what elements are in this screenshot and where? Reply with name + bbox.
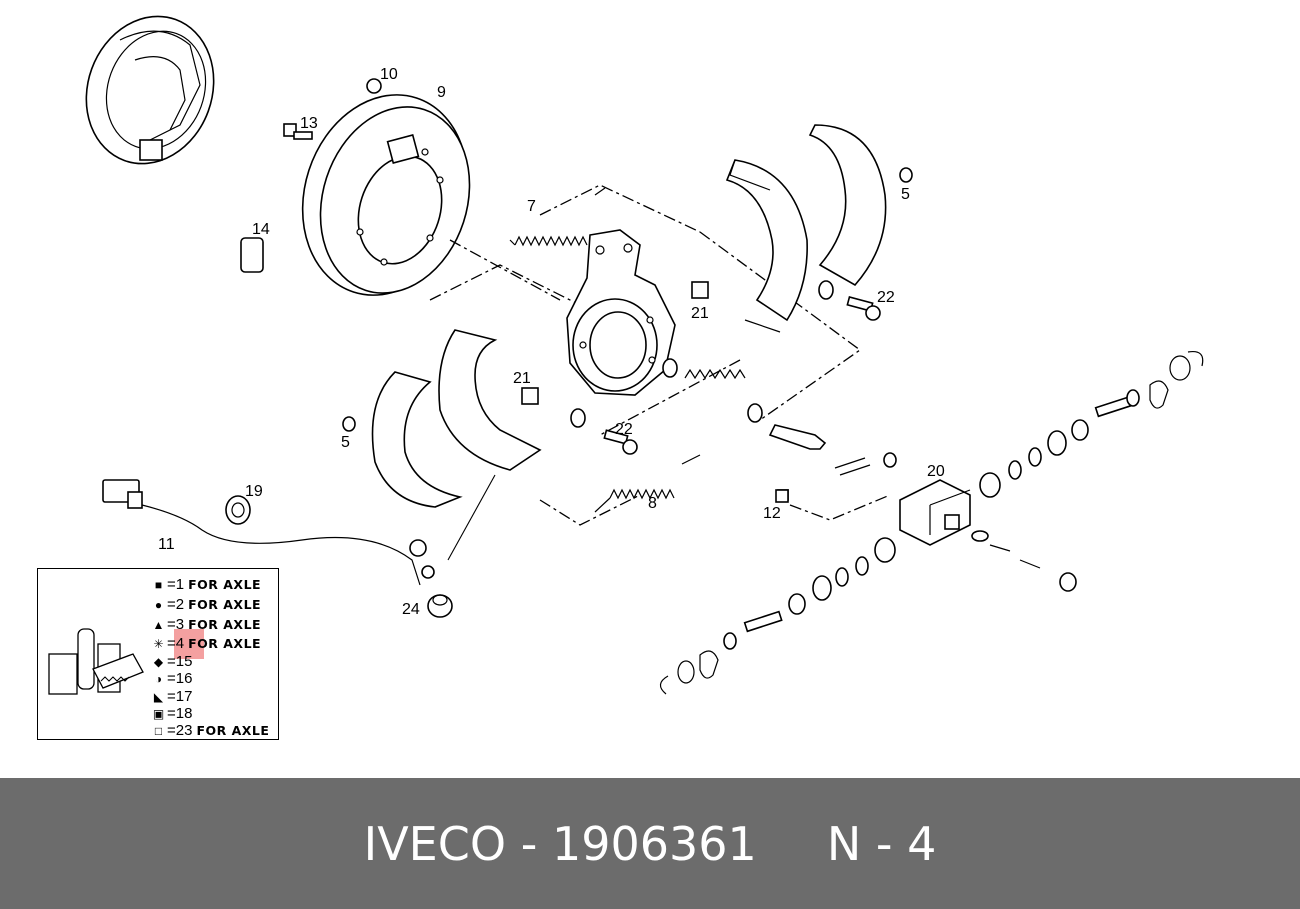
callout-10: 10 [380,66,398,83]
clip-21-lower [521,387,539,405]
dash-separator: - [520,816,538,871]
callout-9: 9 [437,84,446,101]
brake-kit-illustration [48,628,144,695]
legend-row-2: ● =2 FOR AXLE [152,596,261,613]
brake-lining-upper [808,124,887,287]
part-number: 1906361 [551,816,757,871]
wheel-cylinder [899,479,971,546]
callout-5-lower: 5 [341,434,350,451]
legend-symbol: □ [154,723,163,738]
callout-12: 12 [763,505,781,522]
callout-14: 14 [252,221,270,238]
brake-shoe-lower [438,329,542,471]
legend-row-9: □ =23 FOR AXLE [152,722,269,739]
callout-21-lower: 21 [513,370,531,387]
cover-14 [240,237,264,273]
callout-7: 7 [527,198,536,215]
legend-symbol: ◑ [154,671,163,686]
callout-19: 19 [245,483,263,500]
bolt-22-upper [846,296,881,321]
brake-assembly-thumbnail [85,15,215,165]
exploded-brake-diagram: 10 9 13 14 7 5 5 22 22 21 21 20 12 19 11… [85,15,1204,695]
callout-21-upper: 21 [691,305,709,322]
legend-symbol: ▣ [152,706,165,721]
back-plate [566,229,676,396]
callout-8: 8 [648,495,657,512]
brake-drum [301,94,471,296]
legend-box: ■ =1 FOR AXLE ● =2 FOR AXLE ▲ =3 FOR AXL… [37,568,279,740]
part-number-banner: IVECO - 1906361 N - 4 [0,778,1300,909]
bolt-13 [283,123,313,140]
callout-22-upper: 22 [877,289,895,306]
legend-symbol: ● [154,597,163,612]
bolt-12 [775,489,789,503]
callout-11: 11 [158,536,175,553]
reference-label: N - 4 [826,816,937,871]
highlight-marker [174,629,204,659]
grommet-19 [225,495,251,525]
legend-row-5: ◆ =15 [153,653,193,670]
legend-row-6: ◑ =16 [152,670,193,687]
legend-row-4: ✳ =4 FOR AXLE [153,635,262,652]
legend-row-8: ▣ =18 [152,705,193,722]
legend-row-1: ■ =1 FOR AXLE [152,576,261,593]
legend-symbol: ✳ [153,636,164,651]
bolt-22-lower [603,429,638,455]
callout-22-lower: 22 [615,421,633,438]
legend-row-3: ▲ =3 FOR AXLE [152,616,262,633]
legend-symbol: ◣ [153,689,164,704]
brake-lining-lower [371,371,463,508]
callout-5-upper: 5 [901,186,910,203]
callout-20: 20 [927,463,945,480]
callout-13: 13 [300,115,318,132]
grommet-24 [427,594,453,618]
spring-8 [594,454,701,513]
plug-10 [366,78,382,94]
brand-name: IVECO [363,816,507,871]
legend-symbol: ◆ [153,654,164,669]
clip-21-upper [691,281,709,299]
legend-row-7: ◣ =17 [153,688,193,705]
legend-symbol: ■ [154,577,163,592]
wear-sensor-cable [102,479,435,586]
callout-24: 24 [402,601,420,618]
spring-7 [509,187,606,247]
legend-symbol: ▲ [152,617,165,632]
brake-shoe-upper [725,159,808,333]
spring-center [684,368,746,380]
